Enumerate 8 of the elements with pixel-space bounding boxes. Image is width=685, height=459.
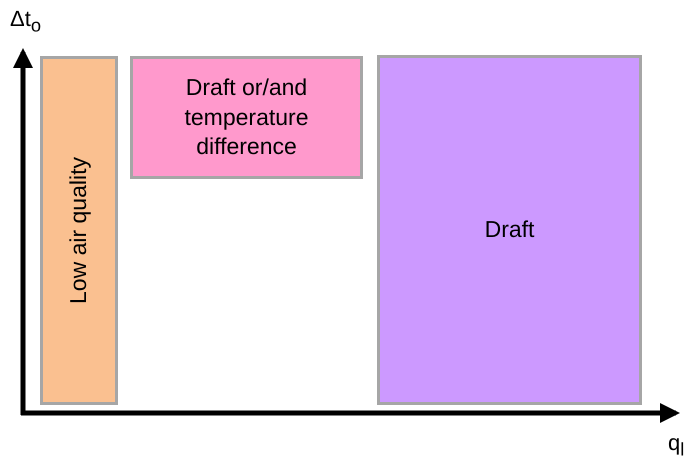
region-label: Low air quality bbox=[66, 156, 92, 304]
axis-label: Δt$_{o}$ bbox=[10, 6, 42, 36]
region-box bbox=[377, 55, 642, 405]
region-label: Draft or/and temperature difference bbox=[183, 72, 310, 162]
axis-label: q$_{l}$ bbox=[668, 430, 684, 459]
region-label: Draft bbox=[484, 215, 536, 244]
region-box bbox=[40, 56, 118, 405]
region-box bbox=[130, 56, 363, 179]
